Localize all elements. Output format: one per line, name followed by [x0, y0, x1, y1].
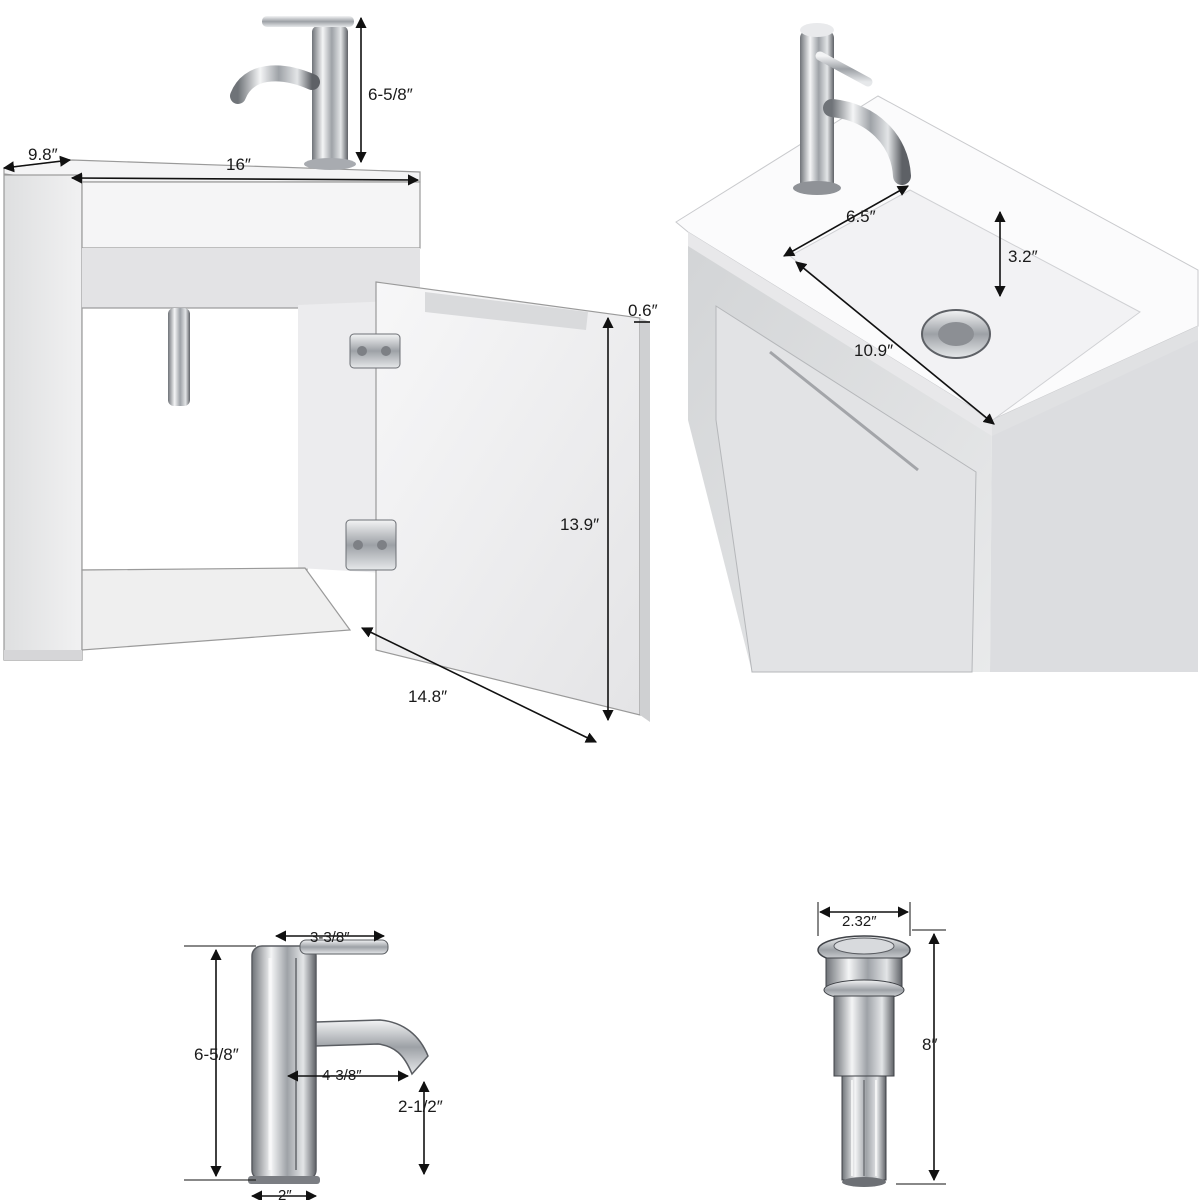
width-dimension-line [70, 172, 420, 186]
depth-dimension-line [2, 155, 72, 173]
faucet-diagram: 3-3/8″ 6-5/8″ 4-3/8″ 2-1/2″ 2″ [184, 929, 443, 1200]
door-width-label: 14.8″ [408, 687, 447, 706]
drain-pipe [168, 308, 190, 406]
door-width-dimension-line [360, 627, 598, 743]
cabinet-back-panel [82, 248, 420, 308]
faucet-base-width-label: 2″ [278, 1187, 292, 1200]
bowl-width-dimension-line [783, 185, 909, 257]
hinge-lower [345, 519, 397, 571]
bowl-width-label: 6.5″ [846, 207, 876, 226]
drain-length-label: 8″ [922, 1035, 937, 1054]
cabinet-width-label: 16″ [226, 155, 251, 174]
faucet-spout-height-label: 2-1/2″ [398, 1097, 443, 1116]
door-height-label: 13.9″ [560, 515, 599, 534]
cabinet-interior [81, 307, 308, 571]
faucet-spout [315, 1019, 429, 1076]
door-handle-groove [425, 292, 588, 330]
drain-diameter-label: 2.32″ [842, 913, 877, 930]
basin-side-edge [992, 326, 1198, 436]
basin-cabinet-door [715, 305, 977, 673]
drain-diagram: 2.32″ 8″ [817, 902, 946, 1187]
faucet-spout-reach-label: 4-3/8″ [322, 1067, 362, 1084]
bowl-depth-label: 3.2″ [1008, 247, 1038, 266]
faucet-base [248, 1176, 320, 1184]
cabinet-depth-label: 9.8″ [28, 145, 58, 164]
door-edge [640, 318, 650, 722]
faucet-photo [230, 16, 356, 170]
faucet-body [251, 945, 317, 1181]
faucet-diagram-height-label: 6-5/8″ [194, 1045, 239, 1064]
door-thickness-label: 0.6″ [628, 301, 658, 320]
cabinet-view: 9.8″ 16″ 6-5/8″ 0.6″ 13.9″ 14.8″ [2, 16, 658, 743]
drain-body [833, 995, 895, 1077]
cabinet-side-panel [3, 174, 83, 661]
faucet-height-label: 6-5/8″ [368, 85, 413, 104]
cabinet-door [375, 281, 641, 716]
basin-view: 6.5″ 3.2″ 10.9″ [675, 23, 1199, 673]
cabinet-base [4, 650, 82, 660]
cabinet-top-rail [81, 181, 421, 249]
faucet-top-width-label: 3-3/8″ [310, 929, 350, 946]
cabinet-bottom-shelf [81, 567, 352, 651]
hinge-upper [349, 333, 401, 369]
bowl-length-label: 10.9″ [854, 341, 893, 360]
basin-drain-cap [938, 322, 974, 346]
bowl-length-dimension-line [795, 261, 995, 425]
